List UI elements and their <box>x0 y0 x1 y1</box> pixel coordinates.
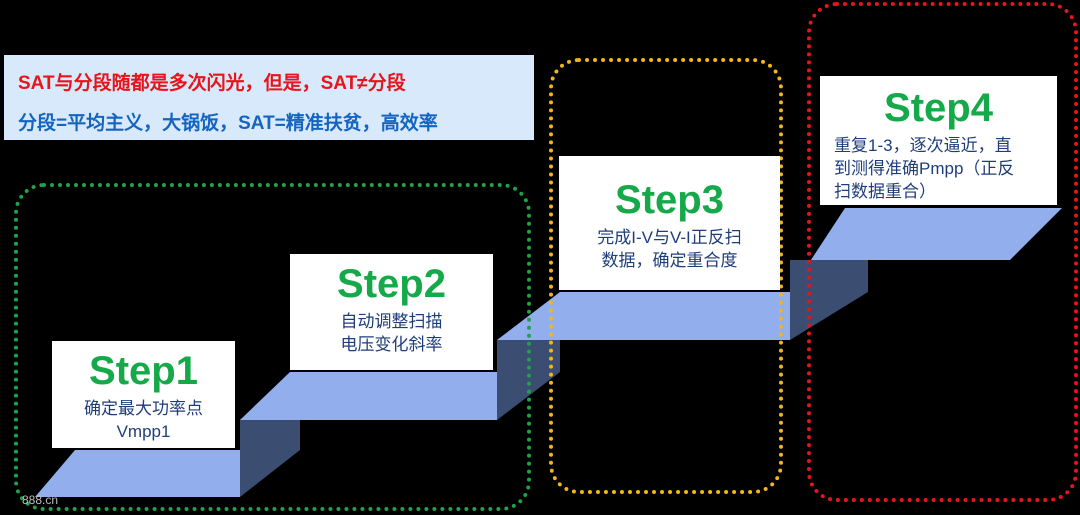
watermark-text: 888.cn <box>22 493 59 507</box>
step3-desc-line-1: 完成I-V与V-I正反扫 <box>597 228 742 247</box>
step3-card: Step3 完成I-V与V-I正反扫 数据，确定重合度 <box>559 156 780 290</box>
step1-card: Step1 确定最大功率点 Vmpp1 <box>52 341 235 448</box>
step3-desc-line-2: 数据，确定重合度 <box>601 251 738 270</box>
step1-desc-line-1: 确定最大功率点 <box>84 399 203 418</box>
step2-card: Step2 自动调整扫描 电压变化斜率 <box>290 254 493 370</box>
note-line-2: 分段=平均主义，大锅饭，SAT=精准扶贫，高效率 <box>18 113 438 134</box>
frame-step3 <box>549 58 783 494</box>
step4-title: Step4 <box>884 86 993 130</box>
frame-step1-2 <box>14 183 531 511</box>
frame-step4 <box>807 2 1078 502</box>
step2-desc-line-1: 自动调整扫描 <box>340 312 443 331</box>
stair-tread-2b <box>240 372 497 420</box>
stair-tread-3b <box>497 292 790 340</box>
stair-tread-1 <box>35 450 240 497</box>
step4-desc-line-2: 到测得准确Pmpp（正反 <box>834 159 1015 178</box>
step1-desc-line-2: Vmpp1 <box>116 422 171 441</box>
stair-riser-1 <box>240 420 300 497</box>
step3-title: Step3 <box>615 178 724 222</box>
sat-note-box: SAT与分段随都是多次闪光，但是，SAT≠分段 分段=平均主义，大锅饭，SAT=… <box>4 55 534 140</box>
step4-desc-line-1: 重复1-3，逐次逼近，直 <box>834 136 1012 155</box>
step2-desc-line-2: 电压变化斜率 <box>340 335 443 354</box>
step2-title: Step2 <box>337 262 446 306</box>
step4-card: Step4 重复1-3，逐次逼近，直 到测得准确Pmpp（正反 扫数据重合） <box>820 76 1057 205</box>
step1-title: Step1 <box>89 349 198 393</box>
note-line-1: SAT与分段随都是多次闪光，但是，SAT≠分段 <box>18 73 406 94</box>
step4-desc-line-3: 扫数据重合） <box>834 182 936 201</box>
stair-tread-4 <box>790 208 1062 292</box>
